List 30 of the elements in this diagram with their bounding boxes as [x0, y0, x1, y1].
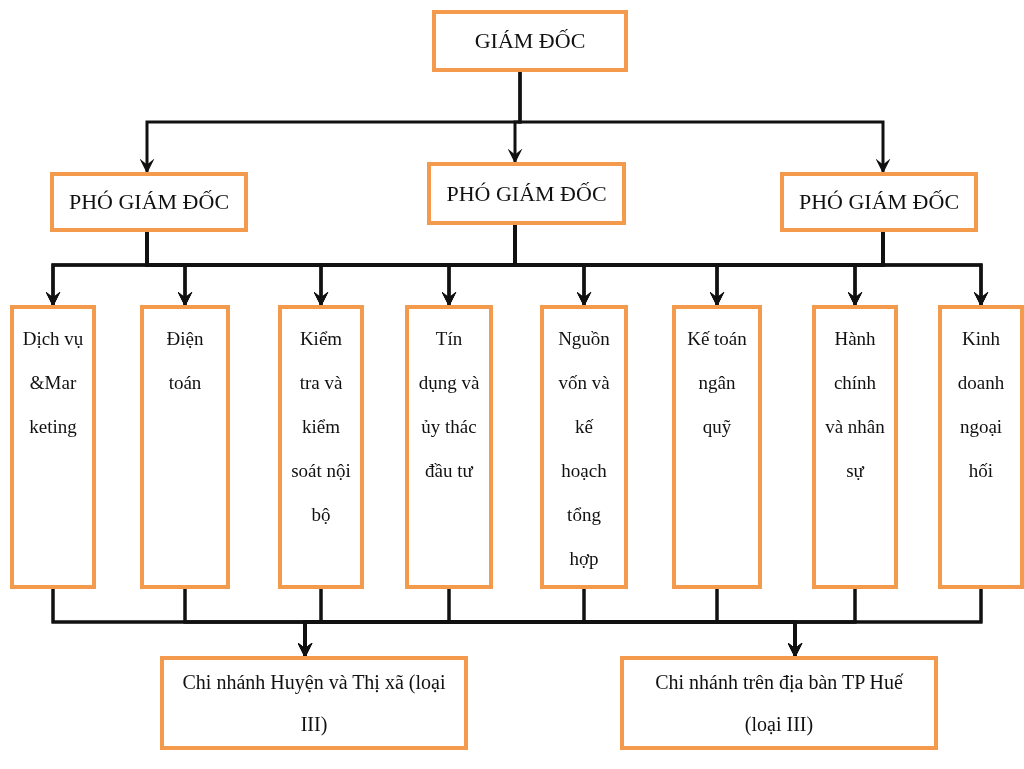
department-label: Hành chính và nhân sự [824, 327, 886, 483]
department-label: Kế toán ngân quỹ [686, 327, 748, 439]
org-label: PHÓ GIÁM ĐỐC [68, 189, 230, 215]
connector-arrow [881, 232, 989, 307]
department-box [405, 305, 493, 589]
org-box [50, 172, 248, 232]
department-box [140, 305, 230, 589]
department-label: Tín dụng và ủy thác đầu tư [418, 327, 480, 483]
org-box [160, 656, 468, 750]
org-box [780, 172, 978, 232]
department-label: Kinh doanh ngoại hối [956, 327, 1006, 483]
org-box [620, 656, 938, 750]
org-label: GIÁM ĐỐC [474, 28, 586, 54]
org-label: PHÓ GIÁM ĐỐC [798, 189, 960, 215]
department-box [540, 305, 628, 589]
org-label: Chi nhánh trên địa bàn TP Huế (loại III) [654, 670, 905, 738]
department-label: Dịch vụ &Mar keting [22, 327, 84, 439]
org-box [427, 162, 626, 225]
org-box [432, 10, 628, 72]
department-box [938, 305, 1024, 589]
org-label: Chi nhánh Huyện và Thị xã (loại III) [181, 670, 447, 738]
department-label: Nguồn vốn và kế hoạch tổng hợp [557, 327, 611, 571]
department-label: Kiểm tra và kiểm soát nội bộ [290, 327, 352, 527]
department-label: Điện toán [165, 327, 205, 395]
department-box [672, 305, 762, 589]
org-label: PHÓ GIÁM ĐỐC [446, 180, 607, 207]
department-box [812, 305, 898, 589]
department-box [10, 305, 96, 589]
department-box [278, 305, 364, 589]
connector-arrow [518, 72, 891, 174]
